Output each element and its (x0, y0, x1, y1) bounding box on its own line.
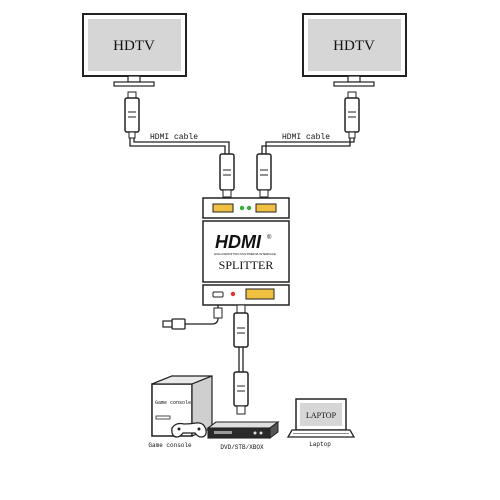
hdmi-logo: HDMI (215, 232, 262, 252)
splitter-label: SPLITTER (219, 258, 274, 272)
hdmi-plug-tv-left (124, 91, 140, 139)
hdmi-plug-tv-right (344, 91, 360, 139)
usb-power-port (212, 291, 224, 298)
gamepad-icon (171, 422, 207, 438)
splitter-output-panel (202, 197, 290, 219)
hdmi-output-port-1 (212, 203, 234, 213)
laptop: LAPTOP (286, 398, 356, 438)
laptop-screen-text: LAPTOP (306, 411, 337, 420)
hdtv-left-label: HDTV (113, 38, 155, 54)
usb-power-cable (162, 305, 223, 330)
hdmi-plug-splitter-out-1 (219, 153, 235, 198)
splitter-input-panel (202, 284, 290, 306)
dvd-player (206, 421, 280, 439)
hdmi-cable-left-label: HDMI cable (150, 133, 198, 142)
hdtv-right-label: HDTV (333, 38, 375, 54)
hdmi-input-cable (233, 304, 249, 415)
hdmi-output-port-2 (255, 203, 277, 213)
power-led (230, 291, 236, 297)
dvd-player-caption: DVD/STB/XBOX (220, 444, 264, 451)
laptop-screen (300, 403, 342, 426)
splitter-top-panel: HDMI ® HIGH-DEFINITION MULTIMEDIA INTERF… (202, 220, 290, 283)
hdtv-right: HDTV (302, 13, 407, 87)
hdmi-cable-right (261, 138, 355, 154)
led-indicator-2 (246, 205, 252, 211)
hdmi-cable-right-label: HDMI cable (282, 133, 330, 142)
hdtv-left: HDTV (82, 13, 187, 87)
laptop-caption: Laptop (309, 441, 331, 448)
game-console-device-text: Game console (155, 400, 191, 406)
game-console-caption: Game console (148, 442, 192, 449)
led-indicator-1 (239, 205, 245, 211)
hdmi-plug-splitter-out-2 (256, 153, 272, 198)
hdmi-logo-tagline: HIGH-DEFINITION MULTIMEDIA INTERFACE (214, 252, 276, 256)
hdmi-input-port (245, 288, 275, 300)
hdmi-logo-registered: ® (267, 234, 272, 241)
hdmi-cable-left (129, 138, 230, 154)
hdtv-right-screen (308, 19, 401, 71)
hdtv-left-screen (88, 19, 181, 71)
